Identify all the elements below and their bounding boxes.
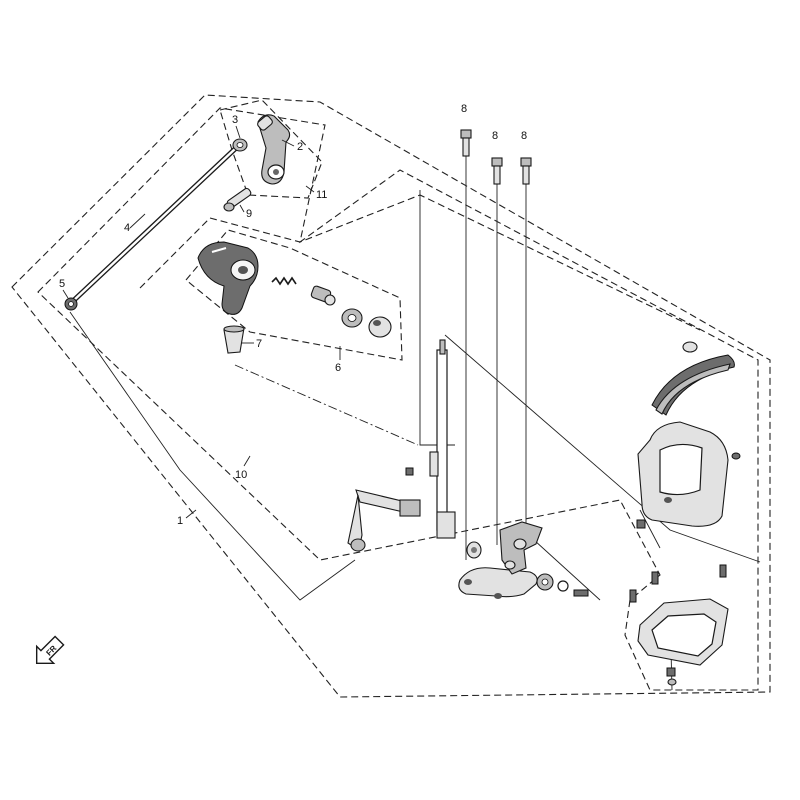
shift-detent-bracket-part bbox=[499, 521, 543, 575]
shaft-collar-part bbox=[466, 541, 482, 559]
callout-10: 10 bbox=[235, 469, 247, 481]
group-6-boundary bbox=[185, 229, 403, 361]
cone-bushing-part bbox=[223, 325, 245, 354]
front-direction-arrow-icon: FR bbox=[35, 635, 65, 665]
shift-shaft-part bbox=[429, 339, 456, 539]
callout-2: 2 bbox=[297, 141, 303, 153]
linkage-arm-part bbox=[257, 114, 291, 185]
pin-bolt-part bbox=[223, 187, 252, 212]
knob-spring-part bbox=[271, 276, 297, 286]
shift-cover-part bbox=[637, 421, 741, 527]
shift-knob-part bbox=[197, 241, 259, 315]
shift-assembly-boundary bbox=[139, 194, 701, 331]
bolt-c-part bbox=[520, 157, 532, 185]
cover-reference-line bbox=[444, 334, 761, 563]
callout-labels: 1 2 3 4 5 6 7 8 8 8 9 10 11 bbox=[59, 103, 527, 527]
group-boundaries bbox=[11, 94, 771, 698]
callout-3: 3 bbox=[232, 114, 238, 126]
knob-reference-line bbox=[234, 364, 419, 446]
bolt-b-part bbox=[491, 157, 503, 185]
callout-11: 11 bbox=[316, 189, 327, 201]
callout-6: 6 bbox=[335, 362, 341, 374]
seal-grommet-part bbox=[682, 341, 698, 353]
callout-8a: 8 bbox=[461, 103, 467, 115]
group-10-boundary bbox=[37, 107, 759, 691]
knob-cap-part bbox=[368, 316, 392, 338]
rod-nut-part bbox=[232, 138, 248, 152]
rod-to-arm-line bbox=[69, 311, 356, 601]
pivot-bolt-line bbox=[533, 539, 601, 601]
callout-9: 9 bbox=[246, 208, 252, 220]
callout-8c: 8 bbox=[521, 130, 527, 142]
callout-4: 4 bbox=[124, 222, 130, 234]
upper-seal-part bbox=[651, 354, 735, 416]
callout-8b: 8 bbox=[492, 130, 498, 142]
callout-1: 1 bbox=[177, 515, 183, 527]
knob-plunger-part bbox=[310, 285, 336, 306]
lower-guard-part bbox=[629, 519, 729, 686]
callout-7: 7 bbox=[256, 338, 262, 350]
bolt-a-part bbox=[460, 129, 472, 157]
selector-arm-part bbox=[347, 489, 421, 552]
pivot-bushing-part bbox=[536, 573, 589, 597]
set-screw-part bbox=[405, 467, 414, 476]
screw-axis-line bbox=[639, 509, 661, 549]
shift-base-plate-part bbox=[458, 567, 538, 599]
knob-ring-part bbox=[341, 308, 363, 328]
callout-leaders bbox=[62, 125, 341, 519]
leader-lines bbox=[69, 150, 761, 691]
rod-end-nut-part bbox=[64, 297, 78, 311]
shift-rod-part bbox=[70, 146, 238, 304]
group-1-boundary bbox=[11, 94, 771, 698]
callout-5: 5 bbox=[59, 278, 65, 290]
